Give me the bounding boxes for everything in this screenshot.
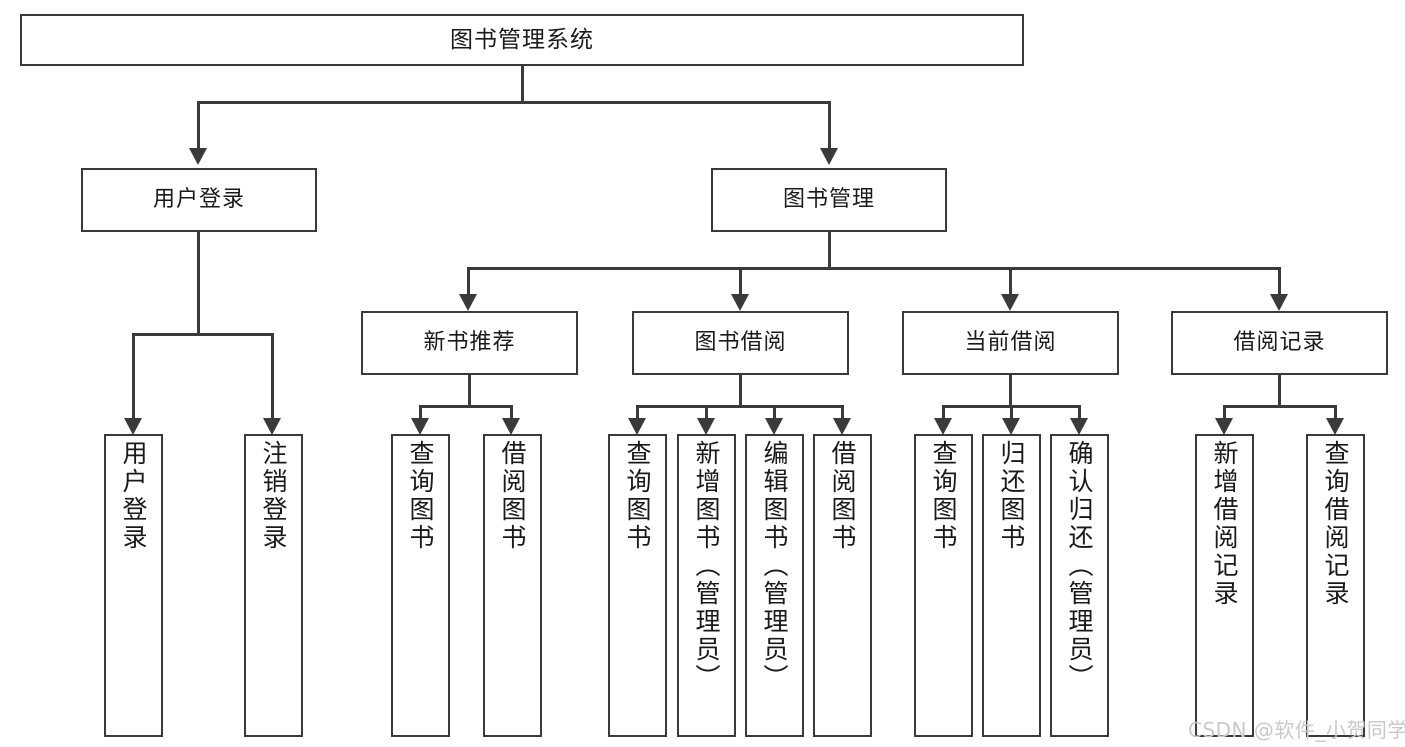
connector-book-borrow-leg-4 <box>841 405 844 418</box>
node-label: 编辑图书（管理员） <box>760 440 789 692</box>
connector-user-login-leg-2 <box>271 333 274 418</box>
node-book-borrow[interactable]: 图书借阅 <box>632 311 849 375</box>
node-label: 图书管理系统 <box>450 26 594 53</box>
leaf-borrow-book-recommend[interactable]: 借阅图书 <box>483 434 542 737</box>
node-current-borrow[interactable]: 当前借阅 <box>902 311 1119 375</box>
node-label: 确认归还（管理员） <box>1065 440 1094 692</box>
arrowhead-to-current-borrow <box>1001 294 1019 311</box>
connector-new-book-leg-2 <box>510 405 513 418</box>
connector-current-borrow-leg-1 <box>942 405 945 418</box>
node-system-root[interactable]: 图书管理系统 <box>20 14 1024 66</box>
connector-book-borrow-leg-1 <box>636 405 639 418</box>
node-borrow-record[interactable]: 借阅记录 <box>1171 311 1388 375</box>
connector-new-book-trunk <box>468 375 471 406</box>
connector-current-borrow-leg-3 <box>1078 405 1081 418</box>
node-label: 新增借阅记录 <box>1210 440 1239 608</box>
arrowhead-to-borrow-record <box>1270 294 1288 311</box>
connector-borrow-record-leg-2 <box>1334 405 1337 418</box>
leaf-borrow-book[interactable]: 借阅图书 <box>813 434 872 737</box>
arrowhead-to-leaf-query-record <box>1326 418 1344 435</box>
connector-book-management-leg-2 <box>739 267 742 294</box>
node-label: 查询图书 <box>929 440 958 552</box>
node-label: 注销登录 <box>259 440 288 552</box>
node-label: 用户登录 <box>152 187 245 213</box>
leaf-add-book-admin[interactable]: 新增图书（管理员） <box>677 434 736 737</box>
connector-book-borrow-leg-3 <box>773 405 776 418</box>
arrowhead-to-leaf-query-book-2 <box>628 418 646 435</box>
connector-user-login-bar <box>132 333 273 336</box>
leaf-query-book-current[interactable]: 查询图书 <box>914 434 973 737</box>
leaf-add-borrow-record[interactable]: 新增借阅记录 <box>1195 434 1254 737</box>
arrowhead-to-leaf-query-book-1 <box>411 418 429 435</box>
node-label: 图书管理 <box>782 187 875 213</box>
node-label: 新书推荐 <box>423 330 516 356</box>
node-label: 当前借阅 <box>964 330 1057 356</box>
connector-book-borrow-trunk <box>739 375 742 406</box>
node-label: 查询图书 <box>623 440 652 552</box>
arrowhead-to-leaf-borrow-book-1 <box>502 418 520 435</box>
connector-root-trunk <box>521 66 524 102</box>
node-label: 查询图书 <box>406 440 435 552</box>
connector-root-right-leg <box>828 101 831 148</box>
connector-borrow-record-bar <box>1223 405 1337 408</box>
connector-current-borrow-trunk <box>1009 375 1012 406</box>
arrowhead-to-leaf-add-book <box>697 418 715 435</box>
connector-current-borrow-leg-2 <box>1010 405 1013 418</box>
connector-book-management-leg-1 <box>467 267 470 294</box>
node-label: 借阅图书 <box>828 440 857 552</box>
arrowhead-to-leaf-query-book-3 <box>934 418 952 435</box>
connector-user-login-leg-1 <box>132 333 135 418</box>
arrowhead-to-book-borrow <box>731 294 749 311</box>
connector-borrow-record-trunk <box>1278 375 1281 406</box>
connector-root-left-leg <box>197 101 200 148</box>
arrowhead-to-leaf-add-record <box>1215 418 1233 435</box>
node-label: 图书借阅 <box>694 330 787 356</box>
leaf-confirm-return-admin[interactable]: 确认归还（管理员） <box>1050 434 1109 737</box>
node-label: 归还图书 <box>997 440 1026 552</box>
arrowhead-to-user-login <box>189 148 207 165</box>
node-label: 新增图书（管理员） <box>692 440 721 692</box>
connector-book-management-leg-4 <box>1278 267 1281 294</box>
connector-book-management-bar <box>467 267 1281 270</box>
arrowhead-to-leaf-confirm-return <box>1070 418 1088 435</box>
arrowhead-to-leaf-logout <box>263 418 281 435</box>
arrowhead-to-leaf-user-login <box>124 418 142 435</box>
connector-book-management-trunk <box>828 232 831 268</box>
leaf-edit-book-admin[interactable]: 编辑图书（管理员） <box>745 434 804 737</box>
leaf-logout[interactable]: 注销登录 <box>244 434 303 737</box>
arrowhead-to-leaf-return-book <box>1002 418 1020 435</box>
node-label: 用户登录 <box>119 440 148 552</box>
leaf-query-book-recommend[interactable]: 查询图书 <box>391 434 450 737</box>
node-label: 查询借阅记录 <box>1321 440 1350 608</box>
node-label: 借阅记录 <box>1233 330 1326 356</box>
node-label: 借阅图书 <box>498 440 527 552</box>
connector-book-borrow-bar <box>636 405 844 408</box>
connector-new-book-bar <box>419 405 513 408</box>
leaf-query-book-borrow[interactable]: 查询图书 <box>608 434 667 737</box>
leaf-query-borrow-record[interactable]: 查询借阅记录 <box>1306 434 1365 737</box>
arrowhead-to-leaf-borrow-book-2 <box>833 418 851 435</box>
connector-borrow-record-leg-1 <box>1223 405 1226 418</box>
node-new-book-recommend[interactable]: 新书推荐 <box>361 311 578 375</box>
arrowhead-to-book-manage <box>820 148 838 165</box>
arrowhead-to-new-book-recommend <box>459 294 477 311</box>
connector-user-login-trunk <box>197 232 200 334</box>
connector-book-borrow-leg-2 <box>705 405 708 418</box>
leaf-return-book[interactable]: 归还图书 <box>982 434 1041 737</box>
connector-book-management-leg-3 <box>1009 267 1012 294</box>
node-user-login[interactable]: 用户登录 <box>81 168 317 232</box>
arrowhead-to-leaf-edit-book <box>765 418 783 435</box>
node-book-management[interactable]: 图书管理 <box>711 168 947 232</box>
connector-new-book-leg-1 <box>419 405 422 418</box>
leaf-user-login[interactable]: 用户登录 <box>104 434 163 737</box>
connector-root-bar <box>197 101 831 104</box>
